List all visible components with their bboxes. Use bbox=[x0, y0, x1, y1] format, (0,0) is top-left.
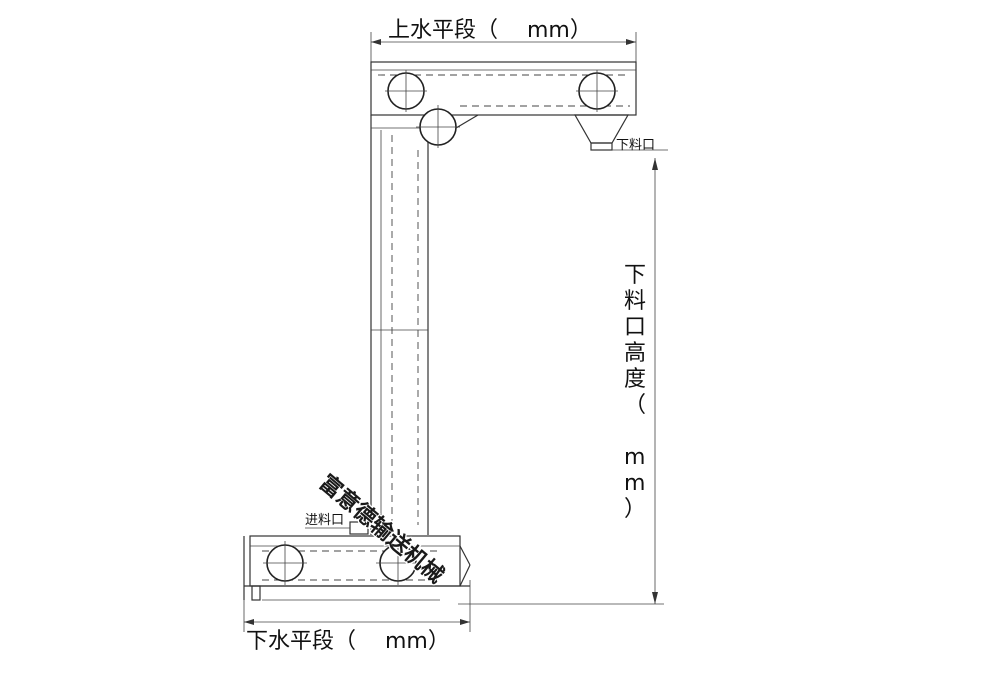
lower-dimension bbox=[243, 580, 471, 632]
svg-text:m: m bbox=[624, 445, 645, 470]
inlet-label: 进料口 bbox=[305, 513, 344, 528]
upper-frame bbox=[370, 61, 637, 116]
outlet-label: 下料口 bbox=[616, 138, 655, 153]
outlet-height-dimension bbox=[458, 158, 664, 605]
inlet-chute bbox=[305, 521, 369, 535]
svg-text:口: 口 bbox=[624, 315, 646, 340]
svg-text:m: m bbox=[624, 471, 645, 496]
svg-text:（: （ bbox=[624, 393, 646, 418]
lower-frame bbox=[243, 535, 471, 601]
outlet-height-label: 下 料 口 高 度 （ m m ） bbox=[624, 263, 646, 522]
svg-text:）: ） bbox=[624, 497, 646, 522]
svg-text:下: 下 bbox=[624, 263, 646, 288]
svg-text:高: 高 bbox=[624, 341, 646, 366]
discharge-hopper bbox=[573, 114, 668, 151]
lower-horizontal-label: 下水平段（ mm） bbox=[246, 629, 450, 654]
upper-dimension bbox=[370, 32, 637, 65]
svg-text:度: 度 bbox=[624, 367, 646, 392]
vertical-column bbox=[370, 115, 429, 535]
svg-text:料: 料 bbox=[624, 289, 646, 314]
upper-horizontal-label: 上水平段（ mm） bbox=[388, 18, 592, 43]
